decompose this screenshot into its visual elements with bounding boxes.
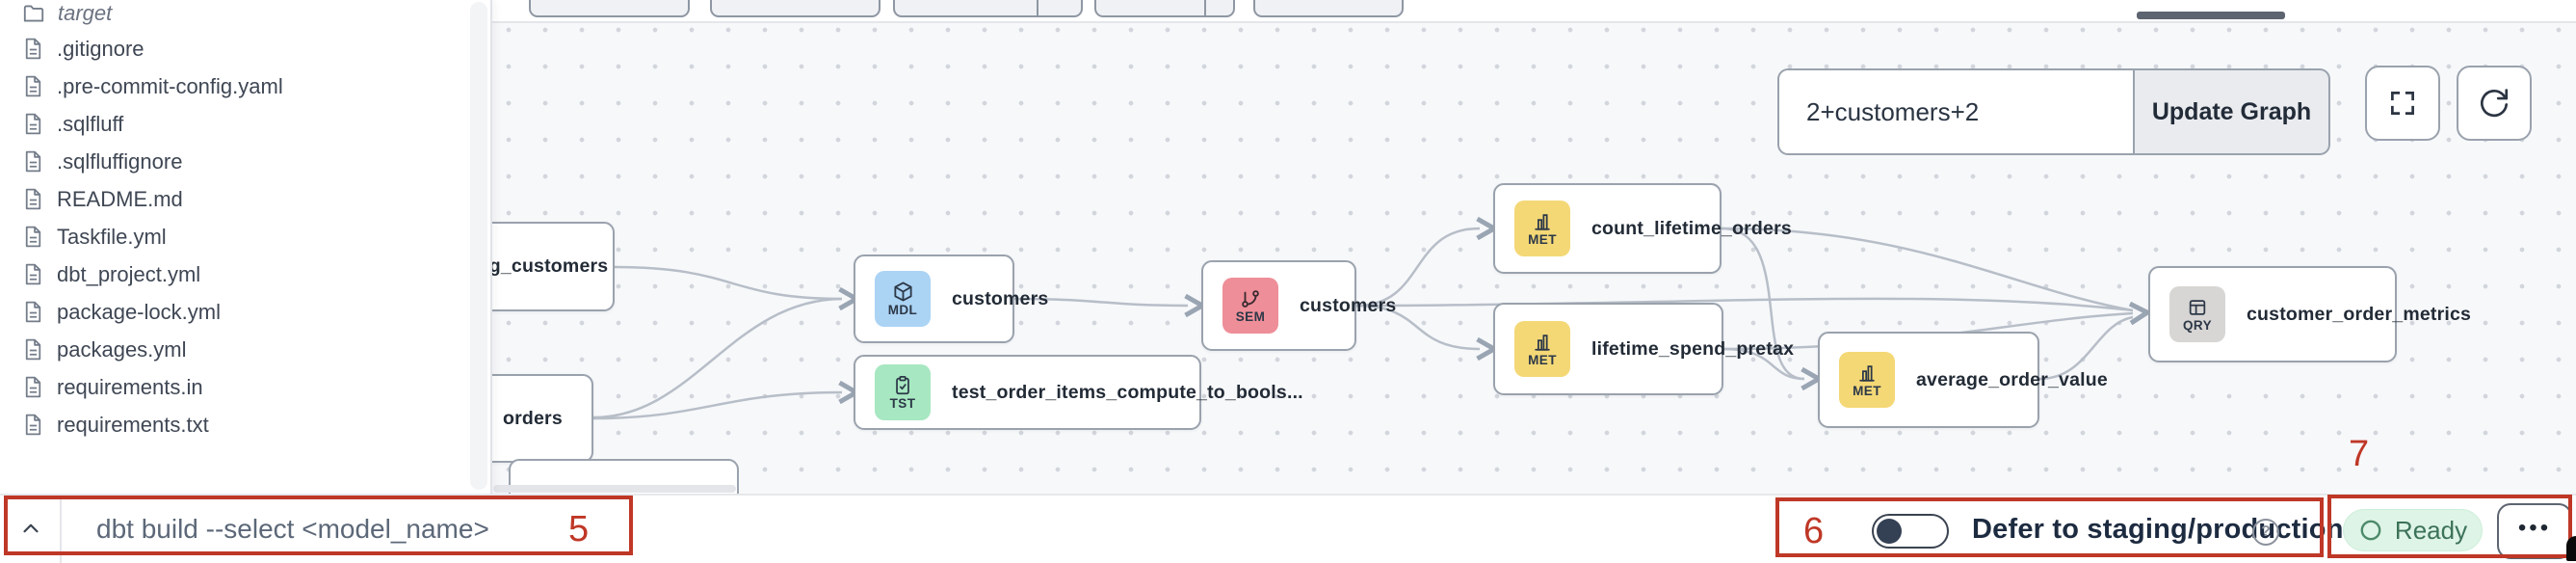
document-icon [21,375,45,399]
file-tree-scrollbar[interactable] [470,2,487,490]
active-tab-indicator [2137,12,2285,19]
status-circle-icon [2360,520,2381,541]
fullscreen-button[interactable] [2365,66,2440,141]
metric-badge: MET [1514,201,1570,256]
toggle-knob [1877,518,1902,544]
expand-panel-button[interactable] [12,509,50,548]
graph-selector-group: 2+customers+2 Update Graph [1777,68,2330,155]
document-icon [21,37,45,61]
file-tree-item-pre-commit-config[interactable]: .pre-commit-config.yaml [0,67,462,105]
model-badge: MDL [875,271,931,327]
semantic-model-badge: SEM [1222,278,1278,334]
fullscreen-icon [2391,92,2414,115]
document-icon [21,74,45,98]
graph-node-customers-model[interactable]: MDL customers [854,255,1048,343]
document-icon [21,262,45,286]
refresh-icon [2480,89,2509,118]
file-tree-item-sqlfluffignore[interactable]: .sqlfluffignore [0,143,462,180]
graph-node-lifetime-spend-pretax[interactable]: MET lifetime_spend_pretax [1493,303,1794,395]
file-tree-item-taskfile[interactable]: Taskfile.yml [0,218,462,255]
document-icon [21,112,45,136]
toolbar-button-group-cutoff[interactable] [1094,0,1235,17]
node-label: customers [1300,294,1397,316]
graph-node-average-order-value[interactable]: MET average_order_value [1818,332,2108,428]
graph-node-customers-semantic[interactable]: SEM customers [1201,260,1396,351]
toolbar-button-cutoff[interactable] [529,0,690,17]
file-tree-item-dbt-project[interactable]: dbt_project.yml [0,255,462,293]
defer-label: Defer to staging/production [1972,513,2344,545]
node-label: test_order_items_compute_to_bools... [952,381,1303,403]
file-tree-item-target[interactable]: target [0,0,462,32]
toolbar-button-group-cutoff[interactable] [893,0,1083,17]
branch-nodes-icon [1242,289,1259,308]
file-tree-item-requirements-in[interactable]: requirements.in [0,368,462,406]
document-icon [21,187,45,211]
chevron-up-icon [23,523,39,533]
file-tree-item-sqlfluff[interactable]: .sqlfluff [0,105,462,143]
update-graph-button[interactable]: Update Graph [2134,68,2330,155]
folder-icon [21,1,46,26]
document-icon [21,225,45,249]
test-badge: TST [875,364,931,420]
node-label: orders [503,407,563,429]
toolbar-button-cutoff[interactable] [710,0,881,17]
file-tree-item-readme[interactable]: README.md [0,180,462,218]
cursor-artifact [2566,536,2576,561]
node-label: lifetime_spend_pretax [1591,337,1795,360]
graph-node-test-order-items[interactable]: TST test_order_items_compute_to_bools... [854,355,1303,430]
metric-badge: MET [1839,352,1895,408]
toolbar-button-cutoff[interactable] [1253,0,1404,17]
saved-query-badge: QRY [2169,286,2225,342]
metric-badge: MET [1514,321,1570,377]
command-bar: dbt build --select <model_name> Defer to… [0,494,2576,563]
bar-chart-icon [1535,214,1550,230]
bar-chart-icon [1859,365,1875,382]
bar-chart-icon [1535,335,1550,351]
node-label: customer_order_metrics [2247,303,2472,325]
table-icon [2189,300,2206,315]
graph-node-count-lifetime-orders[interactable]: MET count_lifetime_orders [1493,183,1792,274]
refresh-button[interactable] [2457,66,2532,141]
document-icon [21,149,45,174]
file-tree-item-requirements-txt[interactable]: requirements.txt [0,406,462,443]
file-tree-item-packages[interactable]: packages.yml [0,331,462,368]
file-tree-item-package-lock[interactable]: package-lock.yml [0,293,462,331]
node-label: customers [952,287,1049,309]
canvas-horizontal-scrollbar[interactable] [493,485,736,493]
defer-toggle[interactable] [1872,514,1949,549]
document-icon [21,413,45,437]
command-input[interactable]: dbt build --select <model_name> [96,514,489,544]
status-badge: Ready [2343,509,2483,551]
node-label: count_lifetime_orders [1591,217,1792,239]
document-icon [21,300,45,324]
more-options-button[interactable]: ••• [2497,503,2572,559]
graph-node-customer-order-metrics[interactable]: QRY customer_order_metrics [2148,266,2471,362]
file-tree-panel: target .gitignore .pre-commit-config.yam… [0,0,492,494]
clipboard-check-icon [896,375,909,394]
file-tree-item-gitignore[interactable]: .gitignore [0,30,462,67]
divider [60,496,62,563]
selector-input[interactable]: 2+customers+2 [1777,68,2134,155]
cube-icon [893,282,912,302]
node-label: average_order_value [1916,368,2108,390]
node-label: stg_customers [472,255,609,277]
help-icon[interactable]: ? [2252,519,2279,546]
document-icon [21,337,45,362]
